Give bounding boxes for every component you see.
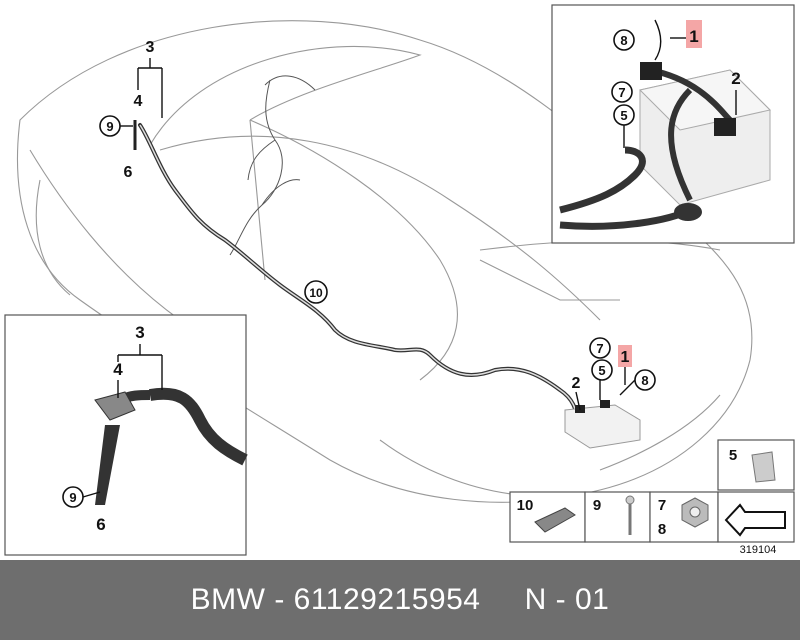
callout-label-2: 2 bbox=[572, 375, 581, 392]
legend-label-9: 9 bbox=[593, 497, 601, 514]
highlight-1-rear bbox=[618, 345, 632, 367]
inset-bracket: 3 4 9 6 bbox=[4, 314, 248, 556]
callout-label-1: 1 bbox=[621, 349, 630, 366]
callout-label-6: 6 bbox=[124, 164, 133, 181]
callout-9-main: 9 bbox=[99, 115, 137, 150]
parts-legend: 5 10 9 7 8 319104 bbox=[509, 439, 795, 556]
figure-number: 319104 bbox=[740, 544, 777, 556]
callout-label-5: 5 bbox=[598, 363, 605, 378]
part-number-caption: BMW - 61129215954 N - 01 bbox=[190, 583, 610, 616]
callout-label-7: 7 bbox=[596, 341, 603, 356]
inset-battery: 8 1 2 7 5 bbox=[551, 4, 795, 244]
callout-label-4: 4 bbox=[134, 93, 143, 110]
inset-callout-2: 2 bbox=[731, 69, 740, 88]
callout-label-10: 10 bbox=[309, 286, 323, 300]
sensor-wiring bbox=[229, 75, 316, 256]
callout-label-3: 3 bbox=[146, 39, 155, 56]
main-harness bbox=[138, 123, 578, 422]
legend-label-8: 8 bbox=[658, 521, 666, 538]
inset-callout-5: 5 bbox=[620, 108, 627, 123]
legend-label-7: 7 bbox=[658, 497, 666, 514]
parts-diagram: 3 4 9 6 10 7 5 1 8 2 8 bbox=[4, 4, 795, 556]
inset2-callout-4: 4 bbox=[113, 360, 123, 379]
callout-3-main: 3 bbox=[137, 39, 163, 118]
footer-bar: BMW - 61129215954 N - 01 bbox=[0, 560, 800, 640]
battery-small bbox=[564, 400, 641, 449]
inset2-callout-9: 9 bbox=[69, 490, 76, 505]
inset-callout-1: 1 bbox=[689, 27, 698, 46]
inset-callout-7: 7 bbox=[618, 85, 625, 100]
callout-label-8: 8 bbox=[641, 373, 648, 388]
highlight-1-inset bbox=[686, 20, 702, 48]
callout-group-rear: 7 5 1 8 2 bbox=[572, 337, 656, 411]
inset-callout-8: 8 bbox=[620, 33, 627, 48]
callout-10-main: 10 bbox=[304, 280, 328, 304]
legend-label-10: 10 bbox=[517, 497, 534, 514]
callout-label-9: 9 bbox=[106, 119, 113, 134]
inset2-callout-3: 3 bbox=[135, 323, 144, 342]
inset2-callout-6: 6 bbox=[96, 515, 105, 534]
legend-label-5: 5 bbox=[729, 447, 737, 464]
